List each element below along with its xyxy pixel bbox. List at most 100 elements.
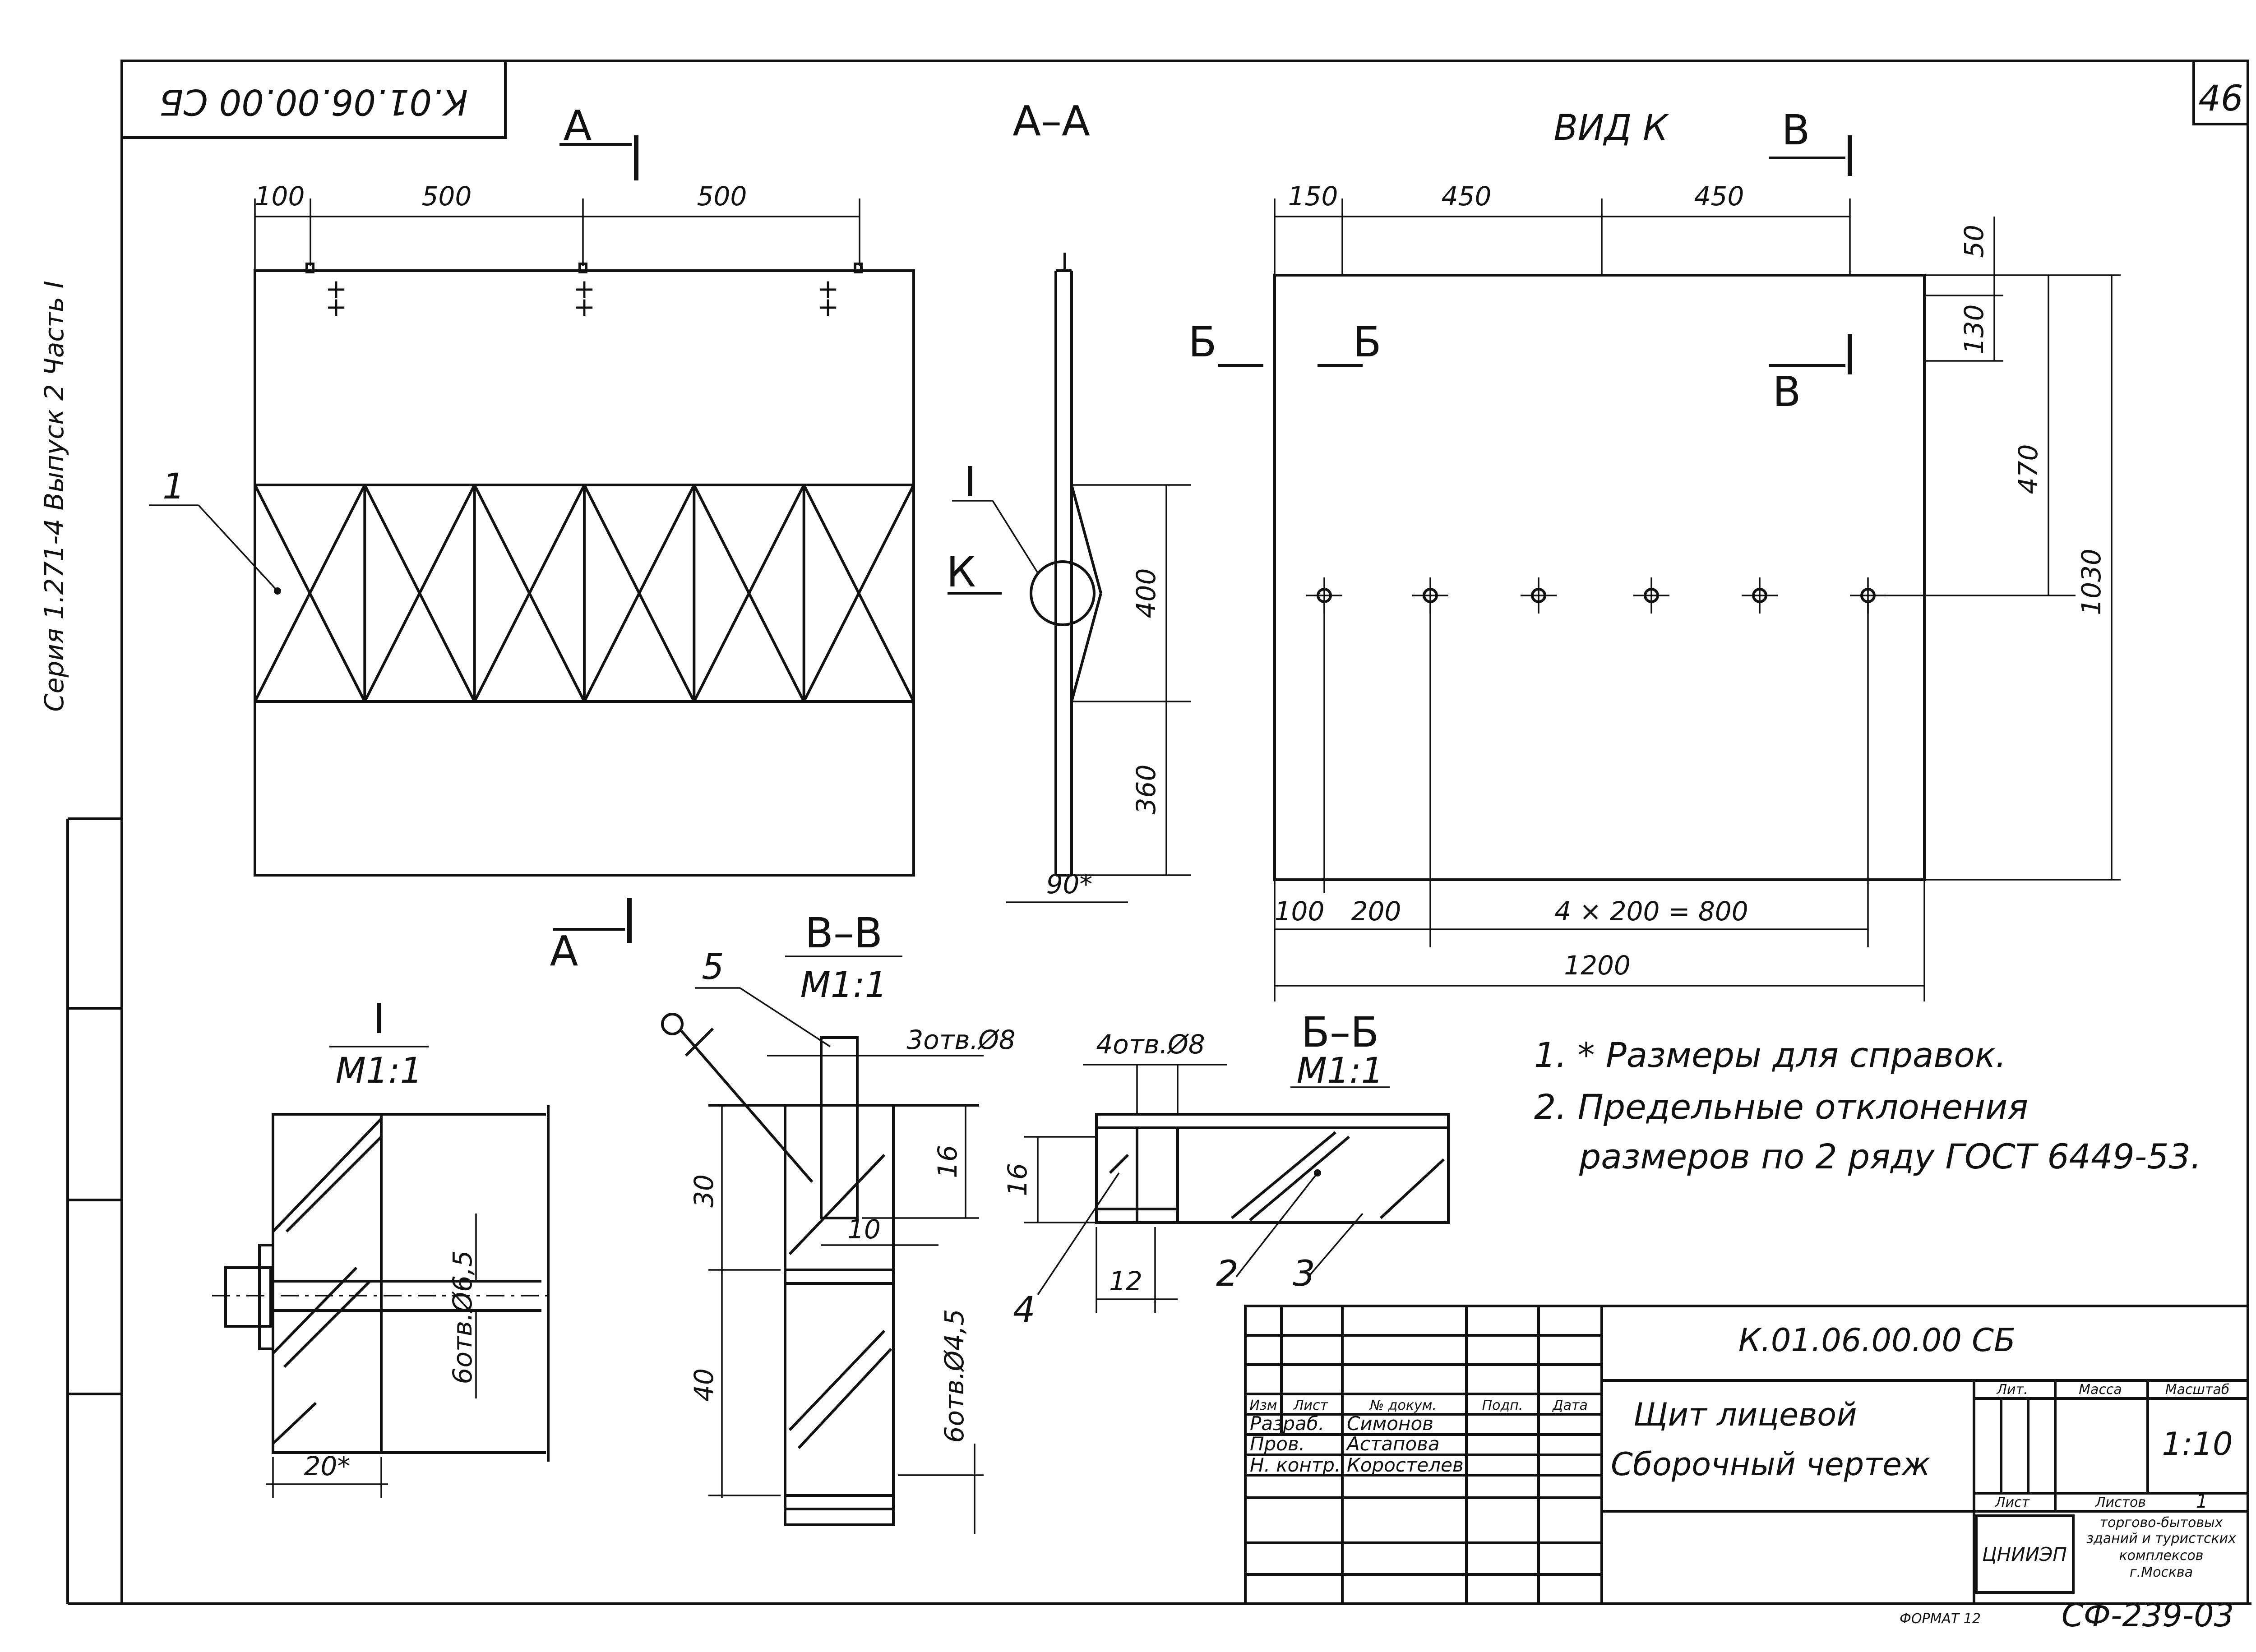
svg-text:+: + [573, 291, 596, 322]
truss-member [802, 484, 915, 702]
svg-text:+: + [817, 273, 839, 304]
vv-dim-holes: 3отв.Ø8 [906, 1024, 1015, 1055]
note-2-cont: размеров по 2 ряду ГОСТ 6449-53. [1579, 1136, 2201, 1177]
vk-dim-130: 130 [1959, 305, 1989, 355]
node-detail [212, 1046, 555, 1498]
cut-a-top: А [564, 102, 592, 150]
truss-member [583, 484, 696, 702]
node-title: I [373, 995, 385, 1043]
tb-org-line-1: торгово-бытовых [2100, 1515, 2223, 1531]
vk-dim-1030: 1030 [2076, 549, 2107, 615]
vk-dim-150: 150 [1288, 181, 1338, 212]
aa-dim-400: 400 [1131, 568, 1161, 618]
note-1: 1. * Размеры для справок. [1534, 1035, 2006, 1075]
vv-dim-30: 30 [689, 1174, 719, 1208]
tb-header-sign: Подп. [1482, 1398, 1523, 1413]
section-bb-title: Б–Б [1301, 1008, 1379, 1057]
tb-header-izm: Изм [1249, 1398, 1277, 1413]
view-k-title: ВИД К [1554, 108, 1670, 148]
section-aa [948, 253, 1191, 903]
format-label: ФОРМАТ 12 [1900, 1611, 1981, 1627]
tb-org-line-4: г.Москва [2130, 1564, 2193, 1580]
tb-header-list: Лист [1293, 1398, 1329, 1413]
tb-person-normcontrol: Коростелев [1347, 1454, 1464, 1476]
callout-3: 3 [1293, 1254, 1315, 1294]
bb-dim-holes: 4отв.Ø8 [1096, 1029, 1205, 1060]
callout-5: 5 [702, 947, 724, 988]
callout-1: 1 [162, 466, 185, 507]
cut-b-right: Б [1353, 318, 1381, 366]
tb-sheets-value: 1 [2196, 1490, 2208, 1512]
side-series-label: Серия 1.271-4 Выпуск 2 Часть I [39, 281, 69, 712]
sheet-code-top: К.01.06.00.00 СБ [159, 81, 468, 122]
front-dim-500-a: 500 [422, 181, 472, 212]
tb-mass-label: Масса [2079, 1382, 2122, 1398]
tb-scale-label: Масштаб [2165, 1382, 2230, 1398]
front-dim-100: 100 [255, 181, 305, 212]
node-scale: М1:1 [336, 1051, 423, 1091]
svg-text:+: + [325, 273, 347, 304]
node-i-marker: I [964, 458, 976, 506]
node-dim-20: 20* [304, 1451, 351, 1481]
sheet-number: 46 [2198, 78, 2243, 119]
tb-role-developer: Разраб. [1250, 1412, 1324, 1435]
vv-dim-10: 10 [847, 1214, 881, 1245]
vk-dim-100: 100 [1275, 896, 1325, 927]
tb-person-developer: Симонов [1347, 1412, 1433, 1435]
section-bb-scale: М1:1 [1297, 1051, 1384, 1091]
svg-text:+: + [573, 273, 596, 304]
vk-dim-470: 470 [2013, 444, 2043, 494]
view-k-arrow-label: К [946, 548, 975, 596]
vk-dim-200: 200 [1351, 896, 1401, 927]
cut-a-bottom: А [550, 927, 578, 975]
node-dim-hole: 6отв.Ø6,5 [447, 1251, 478, 1384]
tb-sheets-label: Листов [2095, 1495, 2146, 1510]
cut-v-bottom: В [1772, 368, 1801, 416]
tb-header-doc: № докум. [1369, 1398, 1437, 1413]
section-vv-title: В–В [805, 909, 883, 957]
tb-org-line-2: зданий и туристских [2086, 1531, 2236, 1546]
cut-b-left: Б [1188, 318, 1216, 366]
tb-org-line-3: комплексов [2119, 1548, 2203, 1564]
truss-member [363, 484, 476, 702]
tb-sheet-label: Лист [1995, 1495, 2030, 1510]
title-block [1244, 1305, 2249, 1605]
view-k-hole-row [1306, 577, 1886, 614]
front-view: + + + + + + [149, 135, 915, 943]
view-k [1218, 135, 2121, 1001]
truss-member [693, 484, 805, 702]
aa-dim-360: 360 [1131, 765, 1161, 815]
title-name-2: Сборочный чертеж [1611, 1446, 1930, 1483]
truss-member [473, 484, 586, 702]
tb-scale-value: 1:10 [2162, 1426, 2233, 1463]
section-vv [661, 955, 984, 1534]
bb-dim-16: 16 [1002, 1163, 1033, 1196]
title-name-1: Щит лицевой [1633, 1396, 1857, 1433]
vv-dim-40: 40 [689, 1368, 719, 1402]
front-dim-500-b: 500 [697, 181, 747, 212]
section-bb [1024, 1064, 1450, 1313]
svg-text:+: + [817, 291, 839, 322]
truss-member [254, 484, 366, 702]
tb-org-logo: ЦНИИЭП [1982, 1543, 2067, 1565]
tb-role-normcontrol: Н. контр. [1250, 1454, 1341, 1476]
callout-2: 2 [1216, 1254, 1239, 1294]
section-vv-scale: М1:1 [800, 965, 888, 1006]
note-2: 2. Предельные отклонения [1534, 1087, 2028, 1127]
tb-role-checker: Пров. [1250, 1433, 1305, 1455]
vk-dim-4x200: 4 × 200 = 800 [1554, 896, 1748, 927]
tb-person-checker: Астапова [1345, 1433, 1440, 1455]
vv-dim-16: 16 [932, 1145, 963, 1178]
bb-dim-12: 12 [1109, 1266, 1142, 1297]
tb-header-date: Дата [1552, 1398, 1588, 1413]
archive-code: СФ-239-03 [2062, 1597, 2234, 1634]
svg-text:+: + [325, 291, 347, 322]
callout-4: 4 [1013, 1290, 1036, 1330]
tb-lit-label: Лит. [1996, 1382, 2028, 1398]
title-code: К.01.06.00.00 СБ [1738, 1322, 2016, 1359]
vk-dim-450-b: 450 [1694, 181, 1744, 212]
vk-dim-450-a: 450 [1442, 181, 1492, 212]
vk-dim-50: 50 [1959, 225, 1989, 258]
front-truss-bracing [254, 484, 915, 702]
